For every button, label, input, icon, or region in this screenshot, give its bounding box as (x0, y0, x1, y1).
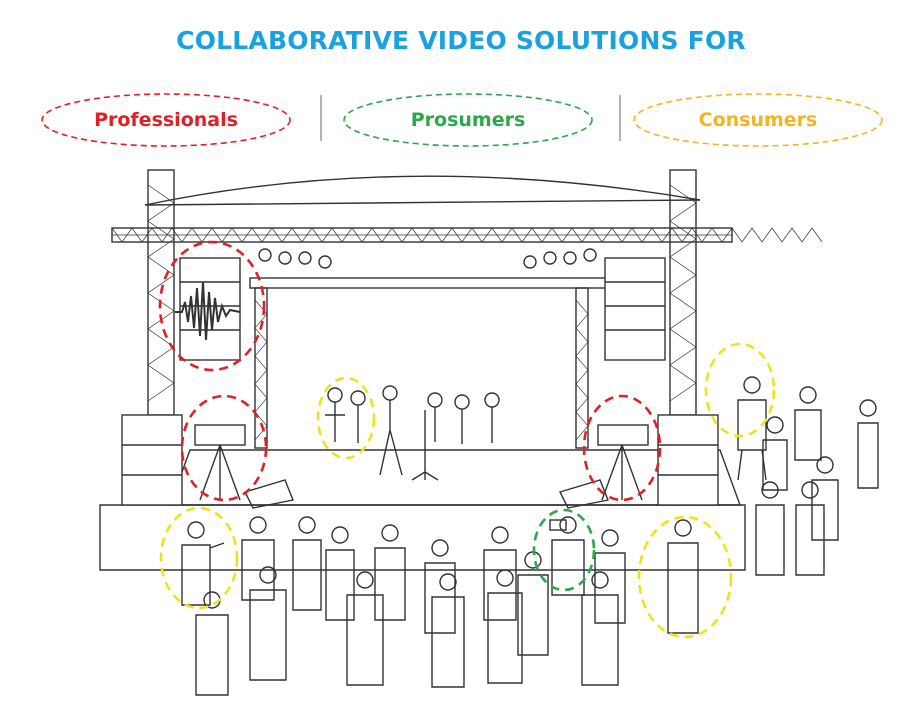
band-members (325, 385, 500, 481)
side-audience (667, 376, 879, 634)
top-truss (111, 227, 823, 243)
inner-truss-frame (249, 277, 616, 449)
category-consumers: Consumers (632, 92, 884, 148)
photographer-prosumer (549, 516, 585, 596)
highlight-tablet-consumer (704, 342, 776, 438)
page-title: COLLABORATIVE VIDEO SOLUTIONS FOR (176, 26, 746, 55)
consumers-ellipse (633, 93, 883, 147)
professionals-ellipse (41, 93, 291, 147)
divider-right (619, 95, 621, 141)
category-prosumers: Prosumers (342, 92, 594, 148)
stage-floor (99, 449, 746, 571)
audience-crowd (195, 516, 626, 696)
highlight-camera-left-professional (180, 394, 268, 502)
video-camera-left (194, 424, 246, 501)
highlight-camera-right-professional (582, 394, 662, 502)
right-tower (669, 169, 697, 416)
video-camera-right (597, 424, 649, 501)
category-label-consumers: Consumers (698, 109, 818, 131)
highlight-band-consumer (316, 376, 376, 460)
phone-filming-woman-left (181, 521, 225, 606)
category-professionals: Professionals (40, 92, 292, 148)
stage-lights (258, 248, 597, 269)
divider-left (320, 95, 322, 141)
highlight-phone-right-consumer (637, 515, 733, 639)
roof-canopy (144, 175, 701, 206)
left-floor-speakers (121, 414, 183, 506)
right-floor-speakers (657, 414, 719, 506)
monitor-wedge-right (559, 479, 609, 509)
right-speaker-array (604, 257, 666, 361)
highlight-phone-left-consumer (159, 506, 239, 610)
highlight-prosumer-photographer (532, 508, 596, 592)
highlight-audio-professional (158, 240, 266, 372)
category-label-professionals: Professionals (94, 109, 238, 131)
prosumers-ellipse (343, 93, 593, 147)
audio-waveform-icon (175, 281, 241, 341)
monitor-wedge-left (244, 479, 294, 509)
category-label-prosumers: Prosumers (410, 109, 526, 131)
